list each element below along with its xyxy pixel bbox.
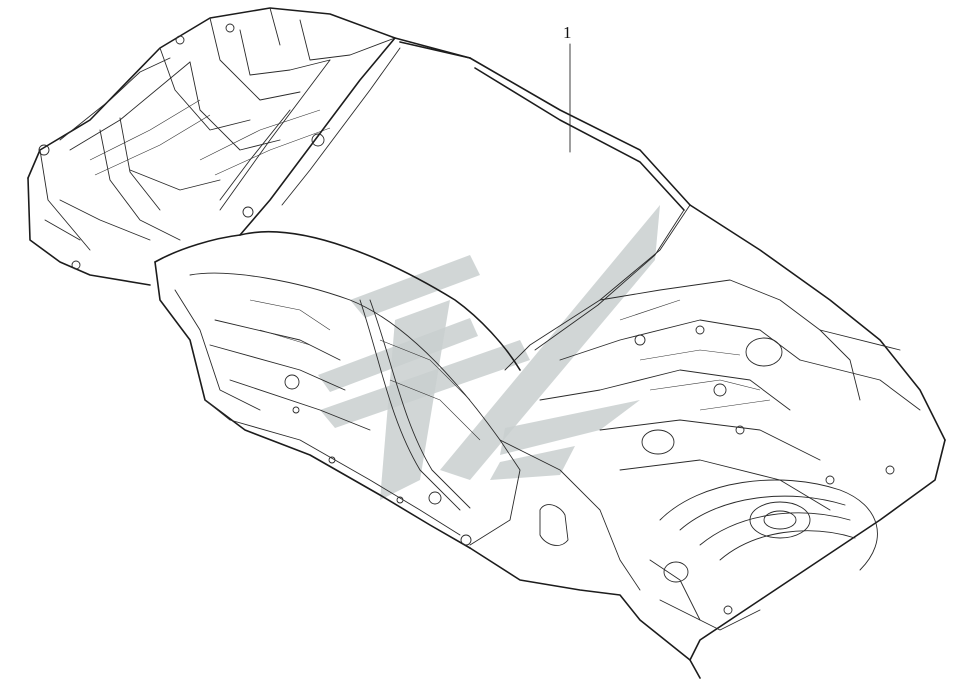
callout-number: 1 <box>563 23 572 42</box>
windshield-frame <box>219 37 401 236</box>
watermark-logo <box>318 205 660 500</box>
side-body <box>154 234 701 679</box>
front-frame <box>27 7 471 286</box>
roof-panel <box>239 41 691 371</box>
rear-floor <box>539 204 946 661</box>
